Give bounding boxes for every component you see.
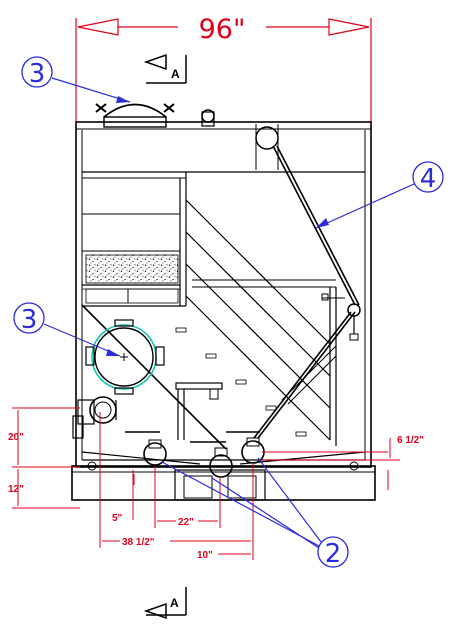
filter-media-bed xyxy=(85,254,179,284)
side-manway xyxy=(85,319,165,395)
bottom-dimensions: 5" 22" 38 1/2" 10" xyxy=(99,412,389,561)
section-marker-bottom: A xyxy=(143,587,187,620)
callout-2-number: 2 xyxy=(325,539,342,569)
top-manway-hatch xyxy=(95,103,175,128)
dim-bottom-5: 5" xyxy=(112,513,123,524)
dim-left-lower: 12" xyxy=(8,484,24,495)
side-outlet-valve xyxy=(72,396,117,439)
callout-3-top-number: 3 xyxy=(29,59,46,89)
left-chamber xyxy=(82,171,365,307)
top-fitting xyxy=(201,109,215,127)
dim-right-6: 6 1/2" xyxy=(397,435,424,446)
dim-bottom-10: 10" xyxy=(197,550,213,561)
callout-2: 2 xyxy=(161,457,349,569)
skimmer-arm xyxy=(253,145,361,439)
callout-3-side: 3 xyxy=(13,302,121,357)
callout-4-number: 4 xyxy=(420,164,437,194)
section-marker-bottom-letter: A xyxy=(170,596,179,610)
dim-left-upper: 20" xyxy=(8,432,24,443)
section-marker-top: A xyxy=(143,53,187,84)
left-dimensions: 20" 12" xyxy=(8,407,80,509)
callout-3-side-number: 3 xyxy=(21,305,38,335)
overall-width-dimension: 96" xyxy=(75,14,372,122)
callout-4: 4 xyxy=(315,161,444,229)
section-marker-top-letter: A xyxy=(171,67,180,81)
dim-bottom-22: 22" xyxy=(178,517,194,528)
inlet-pipe xyxy=(255,124,279,170)
right-dimension: 6 1/2" xyxy=(262,435,424,461)
overall-width-label: 96" xyxy=(199,14,246,45)
dim-bottom-38: 38 1/2" xyxy=(122,537,155,548)
center-bracket xyxy=(175,382,223,440)
callout-3-top: 3 xyxy=(21,56,131,103)
